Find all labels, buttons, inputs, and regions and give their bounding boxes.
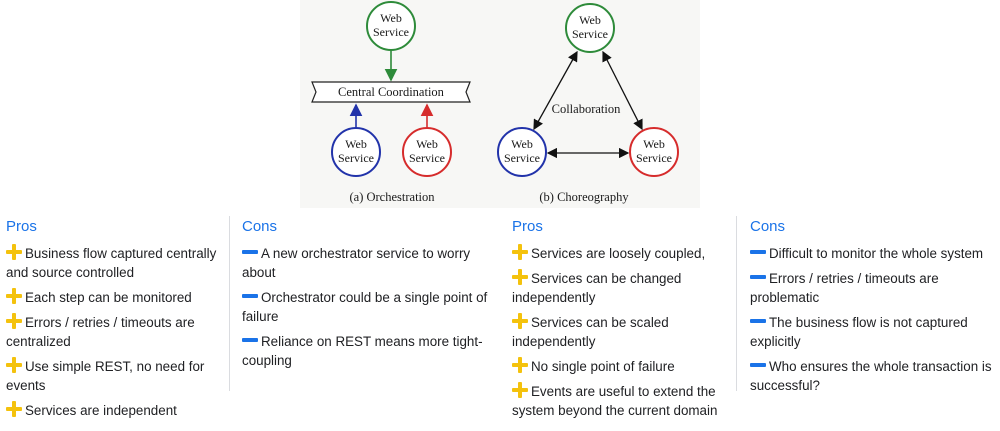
minus-icon [750, 319, 766, 324]
orchestration-cons-title: Cons [242, 218, 278, 235]
minus-icon [750, 363, 766, 368]
plus-icon [512, 313, 528, 330]
minus-icon [242, 338, 258, 343]
list-item: Reliance on REST means more tight-coupli… [242, 334, 483, 368]
list-item: Services can be changed independently [512, 269, 682, 305]
minus-icon [750, 250, 766, 255]
choreography-cons-title: Cons [750, 218, 786, 235]
plus-icon [6, 401, 22, 418]
list-item: Errors / retries / timeouts are problema… [750, 271, 939, 305]
choreography-caption: (b) Choreography [539, 190, 629, 204]
orchestration-caption: (a) Orchestration [349, 190, 435, 204]
orch-right-service-node [402, 127, 452, 177]
list-item: The business flow is not captured explic… [750, 315, 968, 349]
minus-icon [242, 250, 258, 255]
list-item: Business flow captured centrally and sou… [6, 244, 217, 280]
list-item: Services are independent [6, 401, 228, 420]
plus-icon [512, 244, 528, 261]
choreography-cons-column: Cons Difficult to monitor the whole syst… [750, 218, 996, 401]
central-coordination-box [311, 81, 471, 103]
list-item: No single point of failure [512, 357, 730, 376]
list-item: Services are loosely coupled, [512, 244, 730, 263]
minus-icon [242, 294, 258, 299]
orchestration-pros-column: Pros Business flow captured centrally an… [6, 218, 228, 426]
list-item: Use simple REST, no need for events [6, 357, 205, 393]
minus-icon [750, 275, 766, 280]
orch-left-service-node [331, 127, 381, 177]
plus-icon [512, 382, 528, 399]
chor-top-left-arrow [533, 50, 578, 131]
list-item: Who ensures the whole transaction is suc… [750, 359, 992, 393]
plus-icon [6, 244, 22, 261]
chor-top-service-node [565, 3, 615, 53]
plus-icon [512, 269, 528, 286]
list-item: Each step can be monitored [6, 288, 228, 307]
column-divider [229, 216, 230, 391]
chor-top-right-arrow [602, 50, 643, 131]
list-item: Difficult to monitor the whole system [750, 244, 996, 263]
list-item: Events are useful to extend the system b… [512, 382, 718, 418]
plus-icon [512, 357, 528, 374]
column-divider [736, 216, 737, 391]
chor-left-service-node [497, 127, 547, 177]
list-item: Orchestrator could be a single point of … [242, 290, 488, 324]
plus-icon [6, 357, 22, 374]
chor-right-service-node [629, 127, 679, 177]
plus-icon [6, 288, 22, 305]
plus-icon [6, 313, 22, 330]
choreography-pros-title: Pros [512, 218, 543, 235]
list-item: Errors / retries / timeouts are centrali… [6, 313, 195, 349]
central-coordination-label: Central Coordination [338, 85, 445, 99]
orchestration-pros-title: Pros [6, 218, 37, 235]
orchestration-cons-column: Cons A new orchestrator service to worry… [242, 218, 488, 376]
choreography-pros-column: Pros Services are loosely coupled, Servi… [512, 218, 730, 426]
list-item: Services can be scaled independently [512, 313, 669, 349]
list-item: A new orchestrator service to worry abou… [242, 246, 471, 280]
collaboration-label: Collaboration [552, 102, 621, 116]
